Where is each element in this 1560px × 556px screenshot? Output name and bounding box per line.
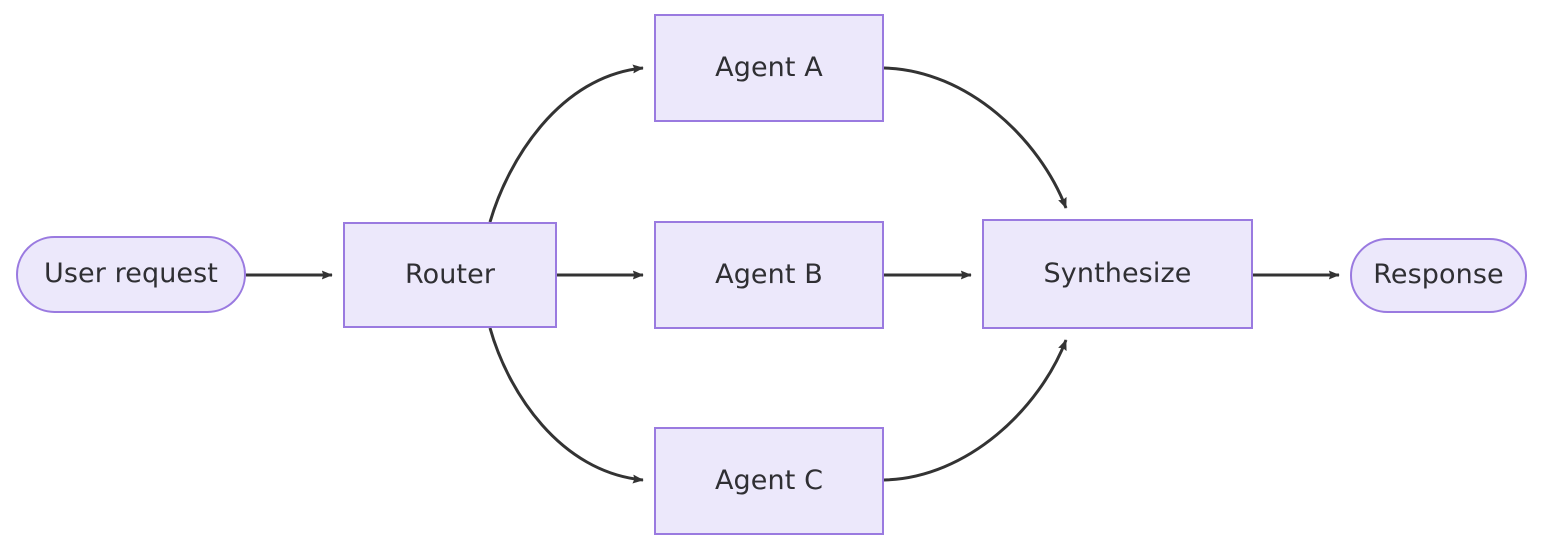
- node-response[interactable]: Response: [1350, 238, 1527, 313]
- node-synthesize-label: Synthesize: [1043, 257, 1192, 289]
- node-agent-b[interactable]: Agent B: [654, 221, 884, 329]
- edge-agent-c-to-synthesize: [883, 339, 1068, 482]
- node-agent-b-label: Agent B: [715, 258, 823, 290]
- edge-router-to-agent-a: [488, 64, 644, 223]
- node-agent-a[interactable]: Agent A: [654, 14, 884, 122]
- edge-agent-a-to-synthesize: [883, 66, 1068, 209]
- node-synthesize[interactable]: Synthesize: [982, 219, 1253, 329]
- node-router-label: Router: [404, 258, 496, 290]
- node-agent-c[interactable]: Agent C: [654, 427, 884, 535]
- node-agent-c-label: Agent C: [714, 464, 824, 496]
- node-user-request[interactable]: User request: [16, 236, 246, 313]
- edge-router-to-agent-c: [488, 327, 644, 484]
- node-response-label: Response: [1373, 259, 1504, 290]
- node-router[interactable]: Router: [343, 222, 557, 328]
- node-user-request-label: User request: [44, 258, 218, 289]
- node-agent-a-label: Agent A: [715, 51, 823, 83]
